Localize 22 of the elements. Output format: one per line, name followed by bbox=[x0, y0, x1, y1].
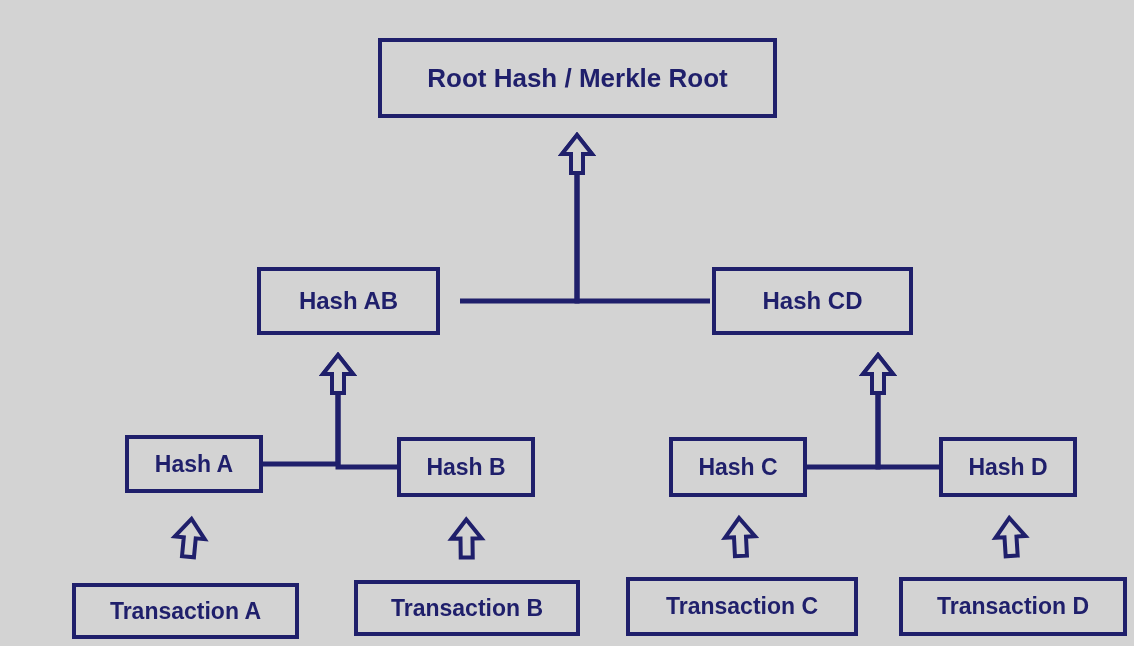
hash-box bbox=[669, 437, 807, 497]
node-label: Transaction D bbox=[936, 593, 1090, 620]
node-label: Hash A bbox=[154, 450, 234, 478]
node-label: Hash D bbox=[968, 453, 1048, 481]
node-label: Transaction C bbox=[665, 593, 819, 620]
hash-box bbox=[257, 267, 440, 335]
hash-box bbox=[125, 435, 263, 493]
hash-box bbox=[72, 583, 299, 639]
node-label: Transaction B bbox=[390, 594, 544, 622]
node-label: Hash C bbox=[698, 453, 778, 481]
hash-box bbox=[354, 580, 580, 636]
hash-box bbox=[626, 577, 858, 636]
node-label: Hash CD bbox=[762, 287, 863, 315]
hash-box bbox=[397, 437, 535, 497]
node-label: Transaction A bbox=[109, 597, 262, 625]
node-label: Root Hash / Merkle Root bbox=[427, 62, 728, 94]
node-label: Hash B bbox=[426, 453, 506, 481]
hash-box bbox=[939, 437, 1077, 497]
hash-box bbox=[378, 38, 777, 118]
node-label: Hash AB bbox=[298, 287, 399, 315]
hash-box bbox=[899, 577, 1127, 636]
hash-box bbox=[712, 267, 913, 335]
